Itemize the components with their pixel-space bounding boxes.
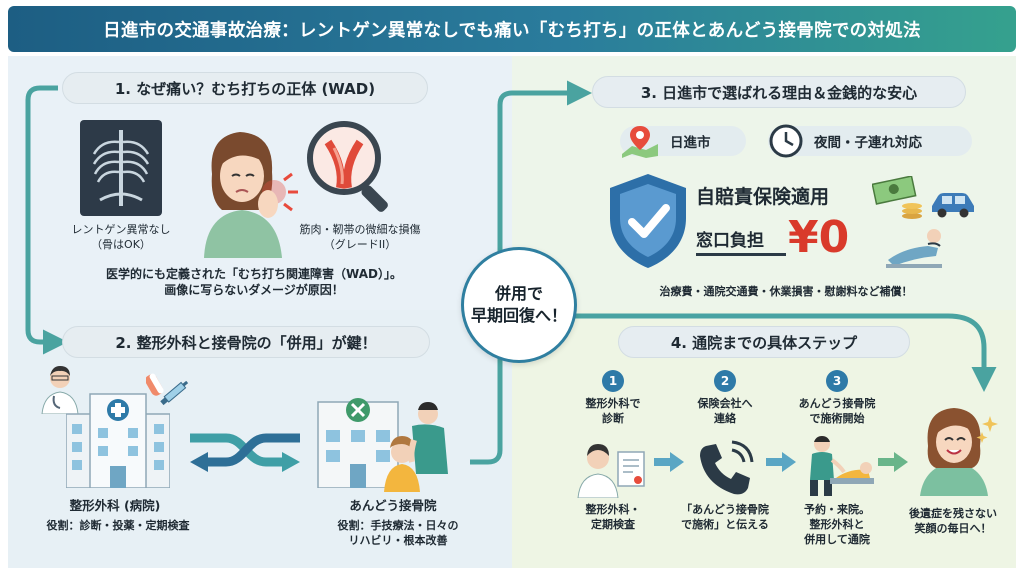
insurance-label: 自賠責保険適用 (696, 186, 830, 208)
doctor-icon (41, 366, 79, 414)
step-2-desc-2: で施術」と伝える (681, 518, 769, 531)
copay-value: ¥0 (788, 212, 850, 263)
magnifier-icon (307, 121, 388, 212)
shield-check-icon (610, 174, 686, 268)
step-2-desc-1: 「あんどう接骨院 (681, 503, 769, 516)
swap-arrows-icon (190, 433, 300, 472)
step-3-desc-1: 予約・来院。 (804, 503, 870, 516)
step-arrow-1-icon (654, 452, 684, 472)
copay-label: 窓口負担 (696, 226, 786, 256)
step-2-title-2: 連絡 (714, 412, 736, 425)
step-3-desc-2: 整形外科と (809, 518, 865, 531)
step-arrow-2-icon (766, 452, 796, 472)
hospital-role: 役割：診断・投薬・定期検査 (46, 519, 190, 532)
xray-caption-1: レントゲン異常なし (71, 223, 171, 236)
coverage-text: 治療費・通院交通費・休業損害・慰謝料など補償！ (659, 285, 913, 298)
step-2-title-1: 保険会社へ (697, 397, 753, 410)
xray-caption-2: （骨はOK） (91, 238, 151, 251)
smiling-woman-icon (920, 408, 998, 496)
xray-icon (80, 120, 162, 216)
muscle-caption-2: （グレードII） (323, 238, 397, 251)
tag-hours: 夜間・子連れ対応 (768, 124, 972, 158)
hospital-name: 整形外科 (病院) (69, 498, 161, 513)
map-pin-icon (622, 126, 658, 158)
step-3-title-2: で施術開始 (809, 412, 865, 425)
step-1-desc-2: 定期検査 (591, 518, 635, 531)
clinic-name: あんどう接骨院 (349, 498, 437, 513)
step-3-desc-3: 併用して通院 (804, 533, 870, 546)
tag-location: 日進市 (620, 126, 746, 158)
section-1-heading: 1. なぜ痛い？むち打ちの正体 (WAD) (62, 72, 428, 104)
goal-text-1: 後遺症を残さない (909, 507, 997, 520)
center-line-1: 併用で (494, 284, 543, 303)
therapist-icon (384, 402, 448, 492)
treatment-icon (810, 436, 874, 496)
step-1-title-2: 診断 (602, 412, 624, 425)
title-bar: 日進市の交通事故治療：レントゲン異常なしでも痛い「むち打ち」の正体とあんどう接骨… (8, 6, 1016, 52)
money-icon (872, 176, 922, 219)
section-2-heading: 2. 整形外科と接骨院の「併用」が鍵！ (62, 326, 430, 358)
section-1-desc-2: 画像に写らないダメージが原因！ (164, 283, 344, 297)
step-1-title-1: 整形外科で (585, 397, 641, 410)
center-line-2: 早期回復へ！ (470, 306, 567, 325)
clock-icon (769, 124, 803, 158)
step-1-number: 1 (602, 370, 624, 392)
section-4-heading: 4. 通院までの具体ステップ (618, 326, 910, 358)
car-icon (932, 193, 974, 218)
section-1-desc-1: 医学的にも定義された「むち打ち関連障害（WAD）」。 (106, 267, 402, 281)
hospital-icon (66, 393, 170, 488)
section-3-heading: 3. 日進市で選ばれる理由＆金銭的な安心 (592, 76, 966, 108)
tag-hours-label: 夜間・子連れ対応 (814, 135, 922, 151)
clinic-icon (317, 398, 399, 488)
step-arrow-3-icon (878, 452, 908, 472)
clinic-role-2: リハビリ・根本改善 (348, 534, 448, 547)
syringe-icon (146, 373, 189, 406)
relax-person-icon (886, 229, 942, 268)
phone-icon (700, 440, 754, 495)
muscle-caption-1: 筋肉・靭帯の微細な損傷 (299, 223, 421, 236)
step-1-desc-1: 整形外科・ (585, 503, 641, 516)
step-2-number: 2 (714, 370, 736, 392)
goal-text-2: 笑顔の毎日へ！ (914, 522, 992, 535)
clinic-role-1: 役割：手技療法・日々の (337, 519, 459, 532)
page-title: 日進市の交通事故治療：レントゲン異常なしでも痛い「むち打ち」の正体とあんどう接骨… (103, 20, 921, 41)
step-3-title-1: あんどう接骨院 (798, 397, 876, 410)
injured-woman-icon (204, 132, 298, 258)
center-badge: 併用で 早期回復へ！ (461, 247, 577, 363)
tag-location-label: 日進市 (670, 135, 711, 151)
step-3-number: 3 (826, 370, 848, 392)
step-1-doctor-document-icon (577, 444, 645, 498)
